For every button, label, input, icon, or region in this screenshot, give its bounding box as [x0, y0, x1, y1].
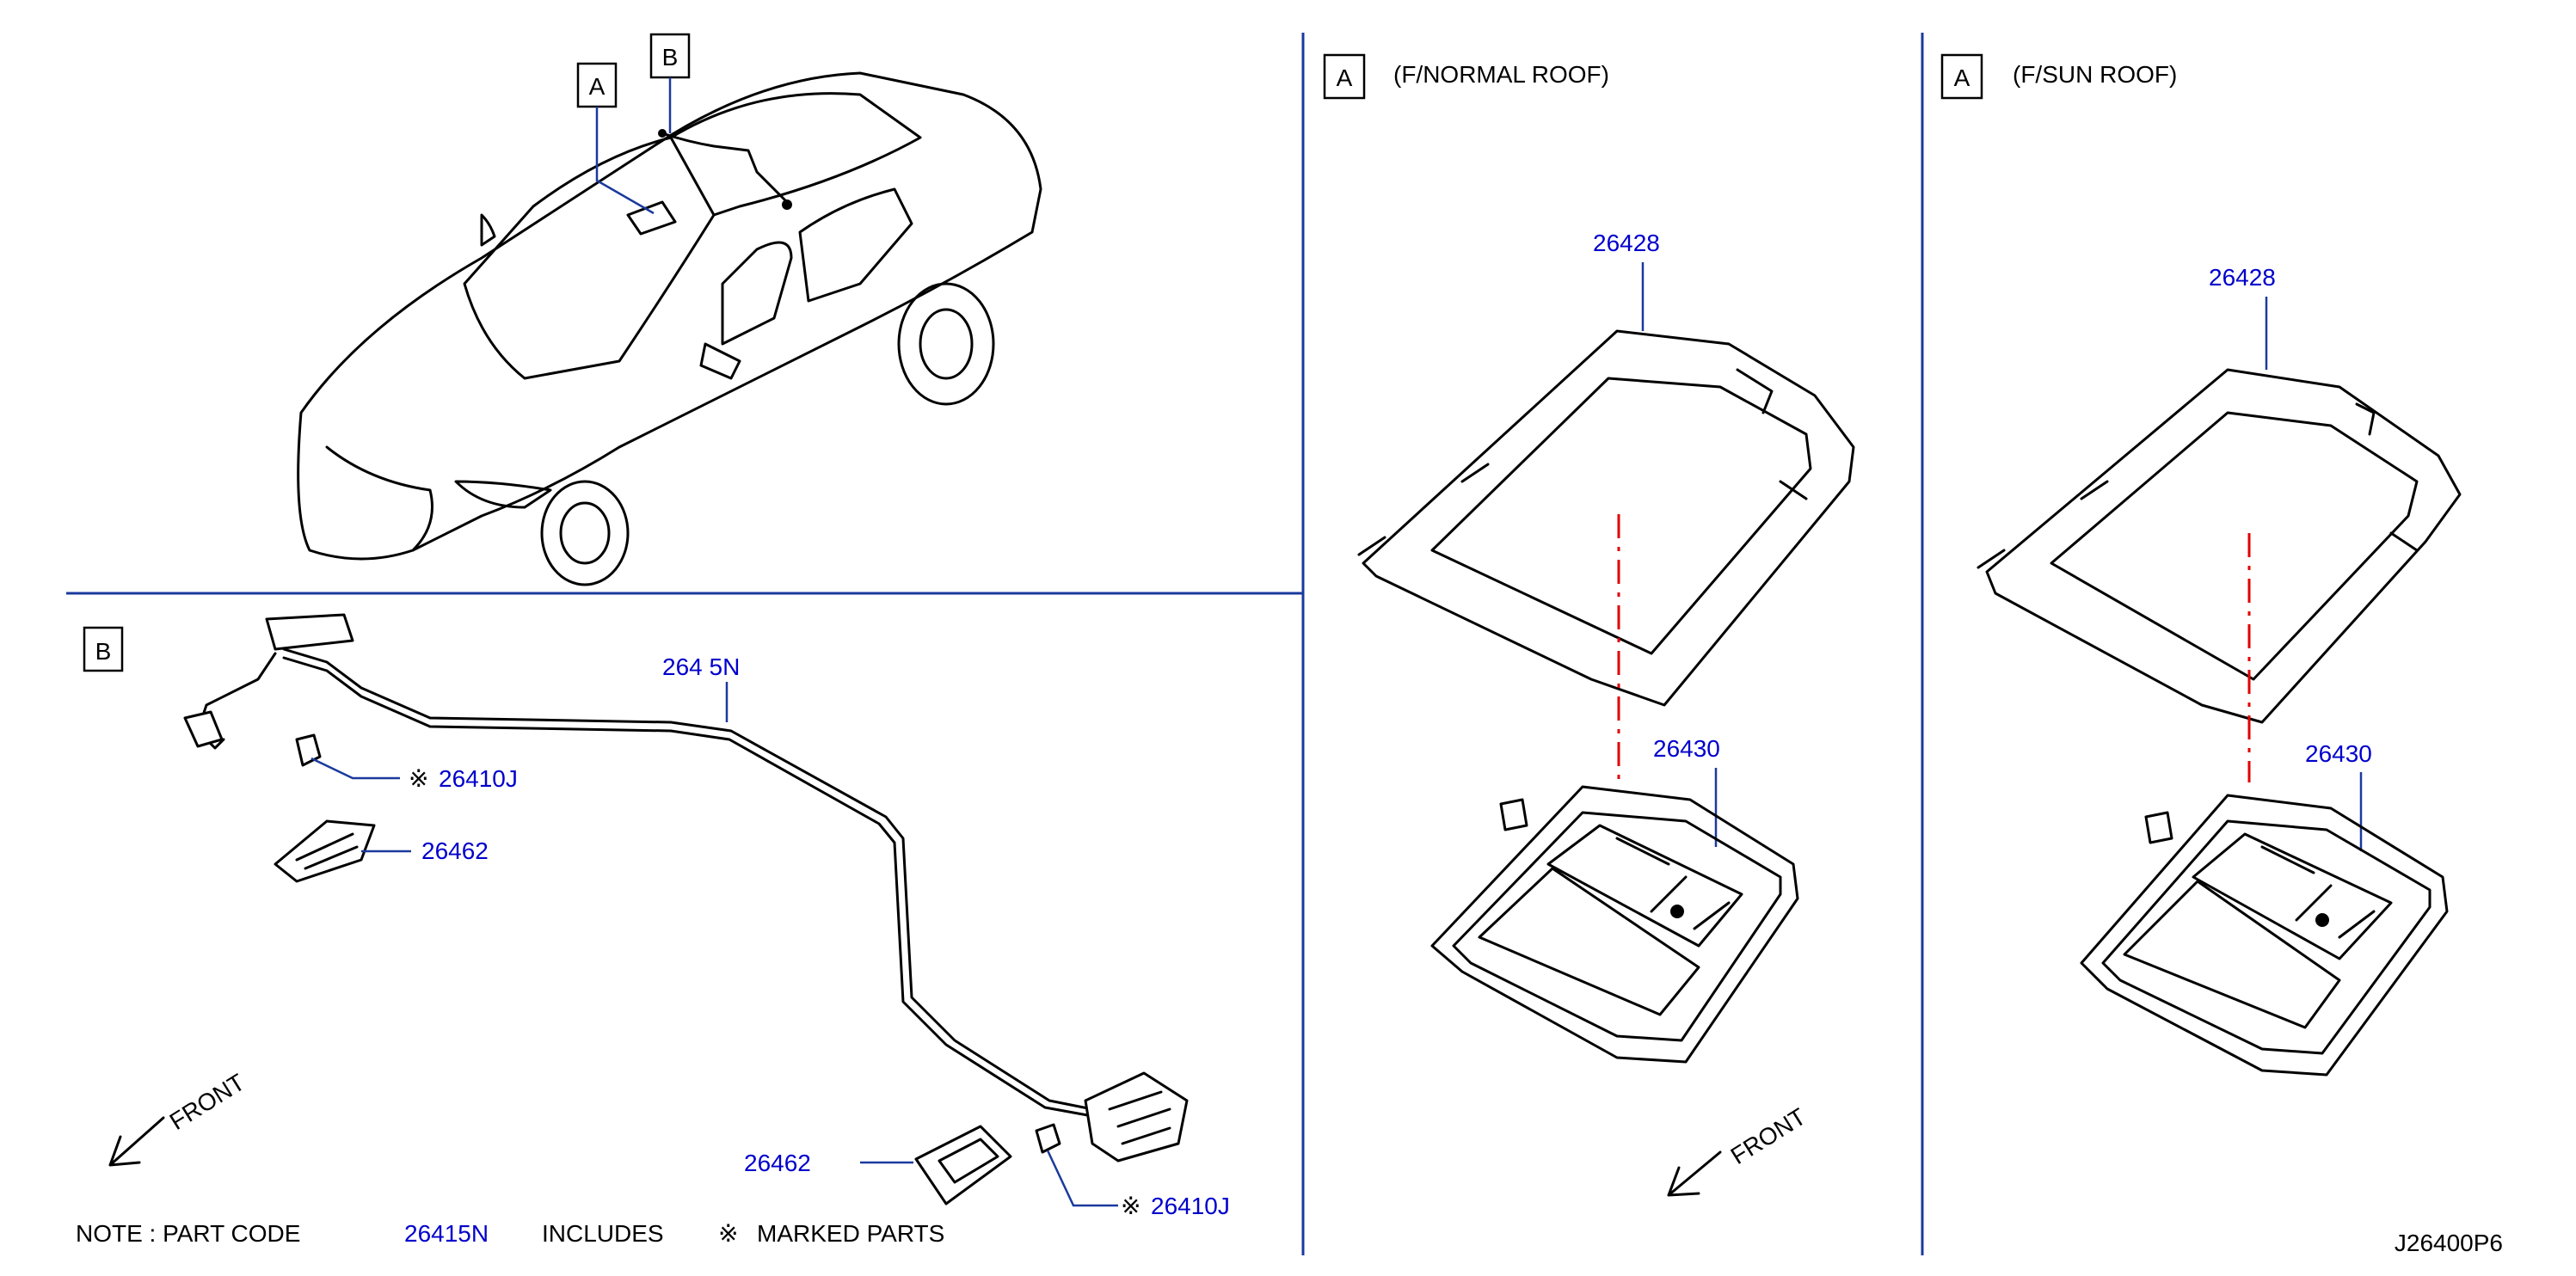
map-lamp-housing [1084, 1071, 1189, 1163]
connector-icon [265, 613, 354, 651]
console-normal-part-number: 26430 [1653, 735, 1720, 762]
bulb-icon [295, 733, 322, 767]
harness-part-number: 264 5N [662, 653, 740, 680]
console-connector [1499, 798, 1528, 831]
panel-normal-roof: A (F/NORMAL ROOF) 26428 26430 FRONT [1323, 53, 1855, 1197]
callout-b-label: B [662, 44, 679, 71]
connector-icon [183, 710, 224, 748]
console-lens [1478, 867, 1700, 1016]
roof-harness [282, 647, 1094, 1111]
overhead-console-sun [2080, 794, 2449, 1077]
bulb-lower-part-number: 26410J [1151, 1193, 1230, 1219]
section-b: B 264 5N ※ 26410J 26462 26462 ※ 2641 [76, 613, 1230, 1247]
bulb-upper-part-number: 26410J [439, 765, 518, 792]
front-arrow-icon [108, 1116, 165, 1167]
roof-frame-normal [1362, 329, 1855, 707]
callout-a-car: A [576, 62, 655, 215]
note-mark: ※ [718, 1220, 738, 1247]
map-lamp-lens-icon [914, 1125, 1012, 1205]
bulb-icon [1035, 1123, 1061, 1154]
note-tail: MARKED PARTS [757, 1220, 944, 1247]
console-switch-panel [2192, 832, 2393, 960]
panel-sun-callout: A [1954, 64, 1970, 91]
car-overview [297, 71, 1042, 586]
diagram-id: J26400P6 [2395, 1230, 2503, 1256]
note-part-code: 26415N [404, 1220, 489, 1247]
note-includes: INCLUDES [542, 1220, 664, 1247]
console-connector [2144, 811, 2173, 844]
console-switch-panel [1546, 824, 1743, 948]
overhead-console-normal [1430, 785, 1799, 1064]
reference-mark: ※ [409, 765, 428, 792]
frame-normal-part-number: 26428 [1593, 230, 1660, 256]
front-arrow-icon [1667, 1150, 1722, 1197]
callout-b-car: B [649, 33, 691, 133]
panel-sun-title: (F/SUN ROOF) [2013, 61, 2177, 88]
panel-normal-callout: A [1337, 64, 1353, 91]
map-lamp-upper-part-number: 26462 [421, 837, 489, 864]
reference-mark: ※ [1121, 1193, 1140, 1219]
console-lens [2123, 880, 2341, 1029]
front-label-left: FRONT [165, 1069, 249, 1135]
harness-clip-icon [782, 199, 792, 210]
section-b-label: B [95, 638, 112, 665]
panel-sun-roof: A (F/SUN ROOF) 26428 26430 [1940, 53, 2462, 1077]
roof-frame-sun [1985, 368, 2462, 724]
frame-sun-part-number: 26428 [2209, 264, 2276, 291]
console-sun-part-number: 26430 [2305, 740, 2372, 767]
overhead-console-icon [626, 200, 677, 236]
callout-a-label: A [589, 73, 606, 100]
harness-clip-icon [658, 129, 667, 138]
map-lamp-icon [274, 819, 376, 883]
front-label-right: FRONT [1726, 1103, 1811, 1169]
panel-normal-title: (F/NORMAL ROOF) [1393, 61, 1609, 88]
note-prefix: NOTE : PART CODE [76, 1220, 300, 1247]
map-lamp-lower-part-number: 26462 [744, 1150, 811, 1176]
